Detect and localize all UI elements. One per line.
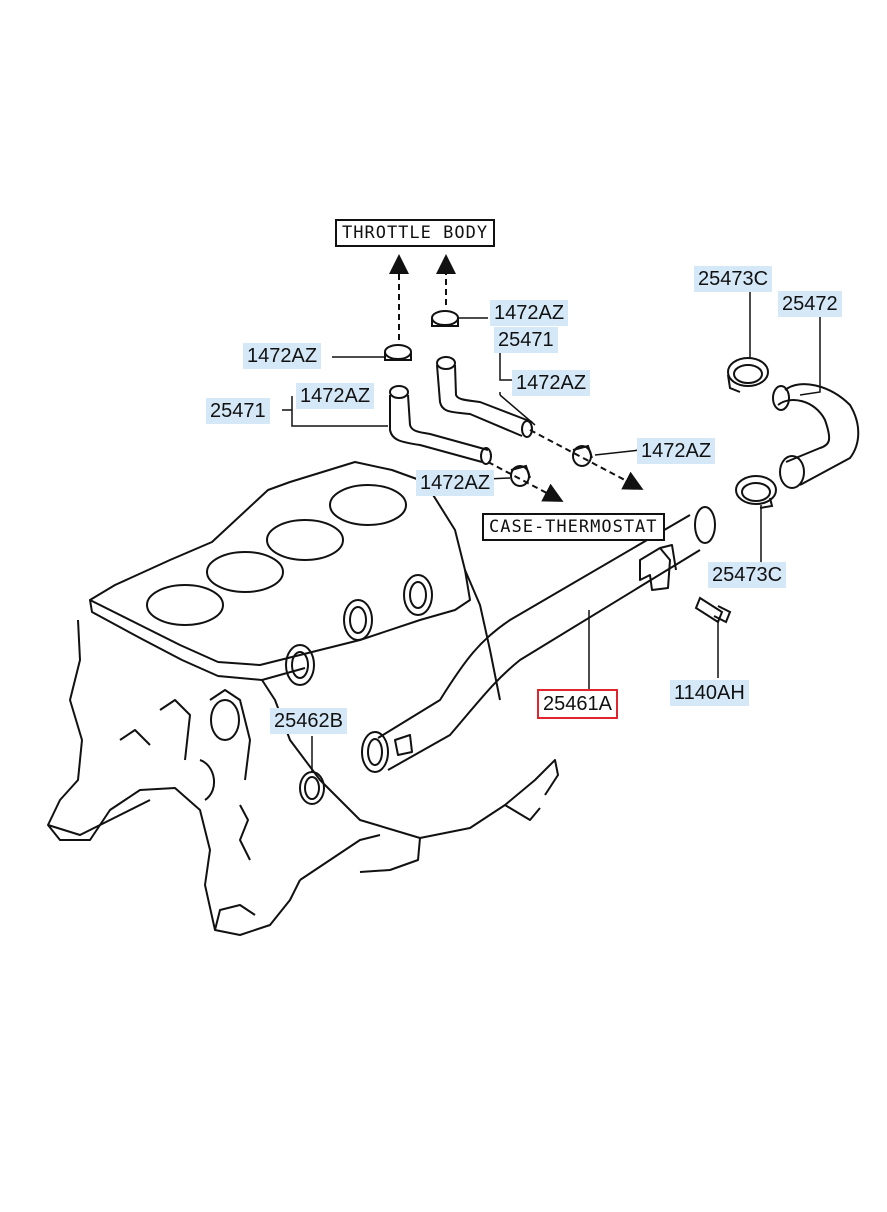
part-label-25471-lower[interactable]: 25471 (206, 398, 270, 424)
part-label-1140ah[interactable]: 1140AH (670, 680, 749, 706)
part-label-1472az-thermostat-left[interactable]: 1472AZ (416, 470, 495, 496)
throttle-body-callout: THROTTLE BODY (335, 219, 496, 247)
part-label-25461a[interactable]: 25461A (537, 689, 618, 719)
o-ring (299, 771, 325, 805)
radiator-clamps (727, 357, 777, 509)
bolt (694, 596, 732, 624)
leader-lines (282, 290, 821, 772)
throttle-arrows (389, 254, 456, 340)
part-label-25471-upper[interactable]: 25471 (494, 327, 558, 353)
radiator-hose (772, 383, 860, 489)
part-label-1472az-left-clamp[interactable]: 1472AZ (243, 343, 322, 369)
part-label-1472az-thermostat-right[interactable]: 1472AZ (637, 438, 716, 464)
part-label-25473c-bottom[interactable]: 25473C (708, 562, 787, 588)
hose-left (389, 385, 492, 465)
case-thermostat-callout: CASE-THERMOSTAT (482, 513, 665, 541)
part-label-25462b[interactable]: 25462B (270, 708, 347, 734)
water-pipe (361, 506, 716, 773)
part-label-1472az-top-right[interactable]: 1472AZ (490, 300, 569, 326)
part-label-1472az-upper-hose[interactable]: 1472AZ (512, 370, 591, 396)
hose-clamps (384, 310, 593, 487)
thermostat-arrows (487, 429, 644, 502)
part-label-25472[interactable]: 25472 (778, 291, 842, 317)
part-label-25473c-top[interactable]: 25473C (694, 266, 773, 292)
part-label-1472az-lower-hose[interactable]: 1472AZ (296, 383, 375, 409)
block-ports (210, 574, 433, 741)
hose-right (436, 356, 533, 438)
cylinder-bores (146, 484, 407, 626)
